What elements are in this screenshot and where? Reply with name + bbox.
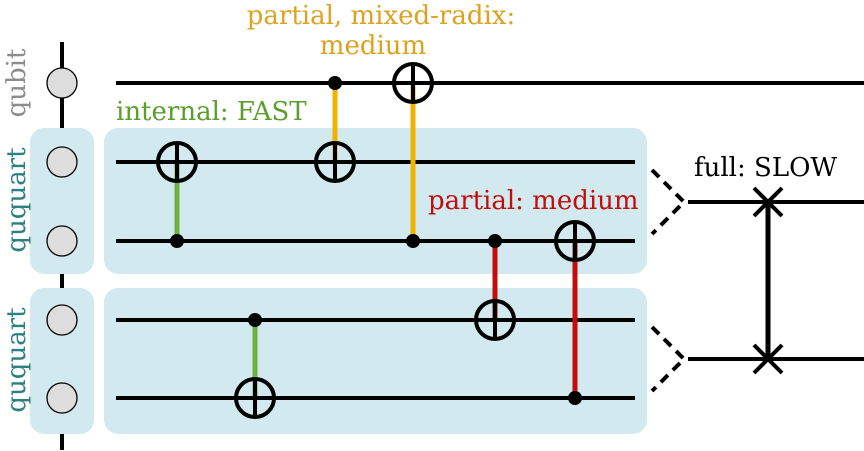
cnot-target-icon: [234, 377, 276, 419]
ququart-panel-top: [104, 128, 647, 274]
control-dot-icon: [170, 234, 184, 248]
ququart-side-panel-top: [30, 128, 94, 274]
control-dot-icon: [328, 76, 342, 90]
qubit-label: qubit: [2, 48, 32, 117]
device-column: qubit ququart ququart: [2, 42, 94, 450]
control-dot-icon: [488, 234, 502, 248]
ququart2-level-a-node-icon: [46, 304, 78, 336]
cnot-targets: [156, 62, 596, 419]
merge-connector-bottom: [650, 325, 687, 393]
mixed-radix-label-line2: medium: [320, 31, 426, 61]
cnot-target-icon: [554, 220, 596, 262]
merge-connectors: [650, 168, 687, 393]
ququart1-level-b-node-icon: [46, 225, 78, 257]
control-dot-icon: [406, 234, 420, 248]
ququart-label-bottom: ququart: [2, 307, 32, 413]
merge-connector-top: [650, 168, 687, 236]
cnot-target-icon: [156, 141, 198, 183]
control-dot-icon: [568, 391, 582, 405]
partial-gate-label: partial: medium: [428, 186, 639, 216]
cnot-target-icon: [474, 299, 516, 341]
internal-gate-label: internal: FAST: [116, 97, 307, 127]
ququart2-level-b-node-icon: [46, 382, 78, 414]
ququart-panel-bottom: [104, 288, 647, 434]
ququart-side-panel-bottom: [30, 288, 94, 434]
swap-gate: [752, 186, 784, 375]
cnot-target-icon: [392, 62, 434, 104]
ququart-label-top: ququart: [2, 147, 32, 253]
qubit-node-icon: [46, 67, 78, 99]
full-gate-label: full: SLOW: [694, 153, 837, 183]
cnot-target-icon: [314, 141, 356, 183]
ququart1-level-a-node-icon: [46, 146, 78, 178]
control-dot-icon: [248, 313, 262, 327]
mixed-radix-label-line1: partial, mixed-radix:: [247, 1, 515, 31]
wires: [116, 81, 864, 400]
swap-cross-icon: [752, 343, 784, 375]
control-dots: [170, 76, 582, 405]
swap-cross-icon: [752, 186, 784, 218]
